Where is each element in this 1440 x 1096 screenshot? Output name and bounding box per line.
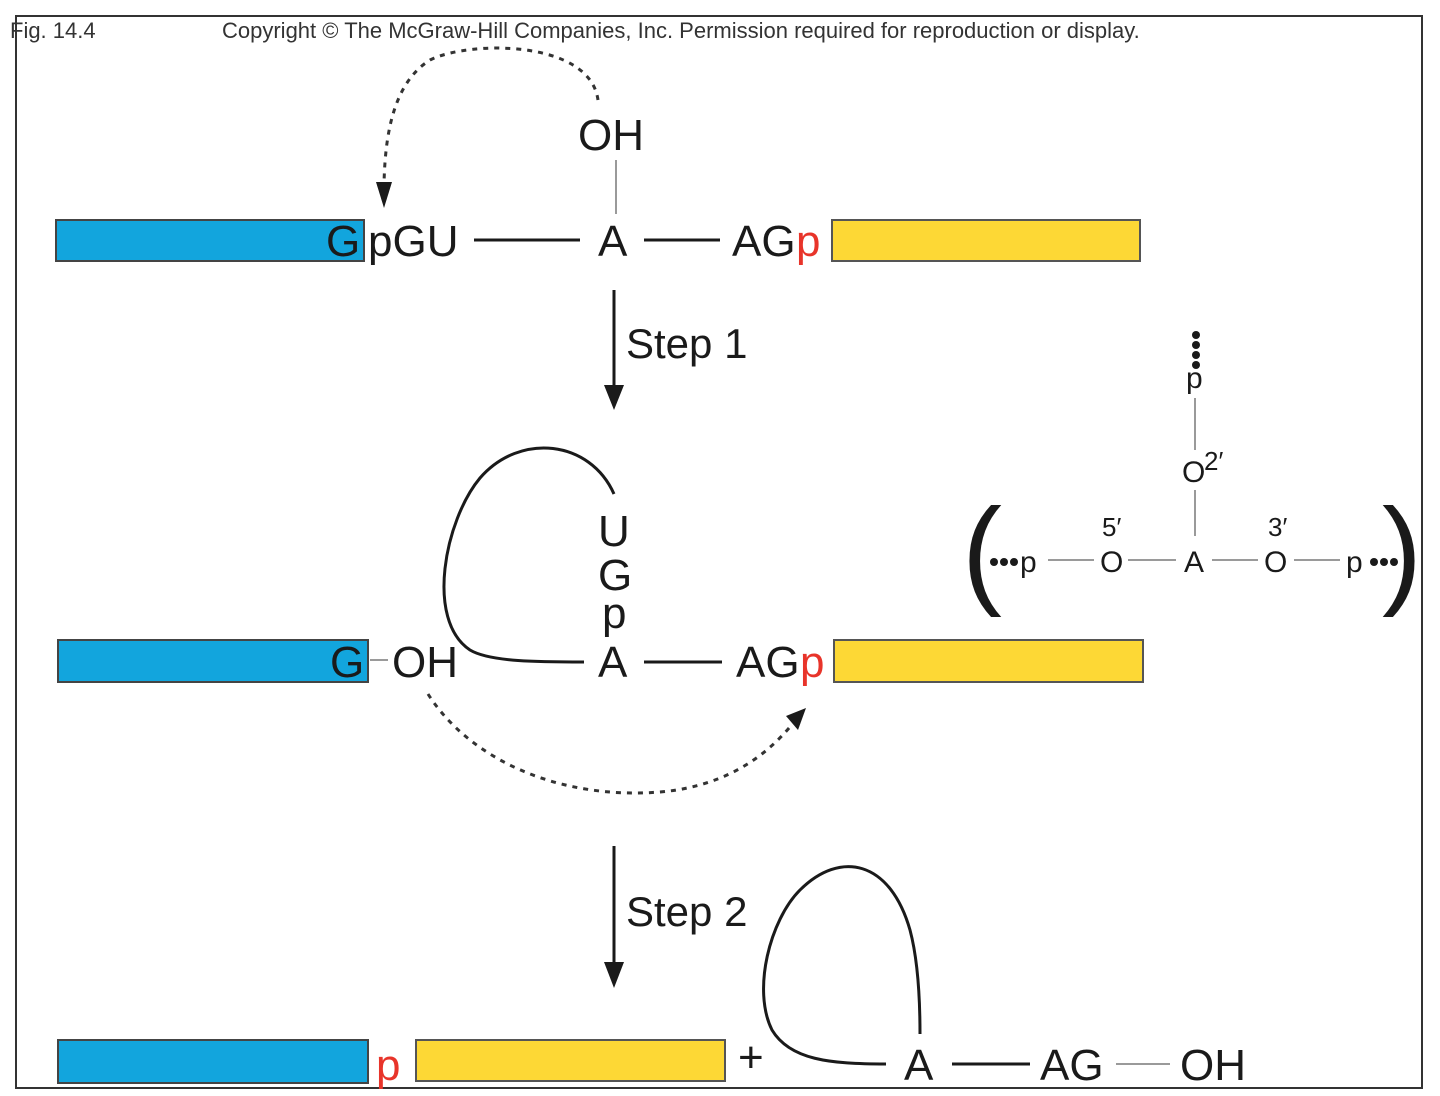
ellipsis-dot [1380, 558, 1388, 566]
branch-a-label: A [598, 638, 628, 687]
inset-o5-label: O [1100, 546, 1123, 579]
inset-o3-label: O [1264, 546, 1287, 579]
ellipsis-dot [1192, 361, 1200, 369]
pgu-label: pGU [368, 217, 458, 266]
exon-3-prime-bar [415, 1039, 726, 1082]
exon-3-prime-bar [833, 639, 1144, 683]
exon1-oh-label: OH [392, 638, 458, 687]
branch-oh-label: OH [578, 111, 644, 160]
inset-o3-prime: 3′ [1268, 512, 1287, 542]
ellipsis-dot [1192, 331, 1200, 339]
ellipsis-dot [1010, 558, 1018, 566]
phosphate-p-label: p [796, 217, 820, 266]
lariat-g-label: G [598, 551, 632, 600]
branch-a-label: A [598, 217, 628, 266]
arrow-head-icon [376, 182, 392, 208]
attack-arrow-dashed [426, 693, 796, 795]
exon-5-prime-bar [55, 219, 365, 262]
arrow-head-icon [604, 962, 624, 988]
lariat-loop [442, 446, 616, 664]
ellipsis-dot [1390, 558, 1398, 566]
inset-open-paren: ( [962, 484, 1002, 618]
step1-label: Step 1 [626, 320, 747, 367]
ag-label: AG [732, 217, 796, 266]
ellipsis-dot [1370, 558, 1378, 566]
attack-arrow-dashed [382, 46, 600, 186]
lariat-p-label: p [602, 589, 626, 638]
exon-3-prime-bar [831, 219, 1141, 262]
inset-left-p: p [1020, 546, 1037, 579]
lariat-u-label: U [598, 507, 630, 556]
inset-close-paren: ) [1382, 484, 1422, 618]
inset-right-p: p [1346, 546, 1363, 579]
phosphate-p-label: p [800, 638, 824, 687]
inset-o2-prime: 2′ [1204, 446, 1223, 476]
step2-label: Step 2 [626, 888, 747, 935]
exon-5-prime-bar [57, 639, 369, 683]
terminal-oh-label: OH [1180, 1041, 1246, 1090]
exon1-g-label: G [330, 638, 364, 687]
ellipsis-dot [1000, 558, 1008, 566]
ag-label: AG [736, 638, 800, 687]
exon-5-prime-bar [57, 1039, 369, 1084]
branch-a-label: A [904, 1041, 934, 1090]
arrow-head-icon [786, 708, 806, 730]
arrow-head-icon [604, 385, 624, 410]
lariat-loop [762, 865, 922, 1066]
ag-label: AG [1040, 1041, 1104, 1090]
inset-o5-prime: 5′ [1102, 512, 1121, 542]
phosphate-p-label: p [376, 1041, 400, 1090]
figure-label: Fig. 14.4 [10, 18, 96, 43]
figure-frame [15, 15, 1423, 1089]
inset-o2-label: O [1182, 456, 1205, 489]
inset-top-p: p [1186, 362, 1203, 395]
plus-sign: + [738, 1033, 764, 1082]
inset-a-label: A [1184, 546, 1204, 579]
ellipsis-dot [1192, 351, 1200, 359]
exon1-g-label: G [326, 217, 360, 266]
ellipsis-dot [1192, 341, 1200, 349]
ellipsis-dot [990, 558, 998, 566]
copyright-notice: Copyright © The McGraw-Hill Companies, I… [222, 18, 1140, 43]
